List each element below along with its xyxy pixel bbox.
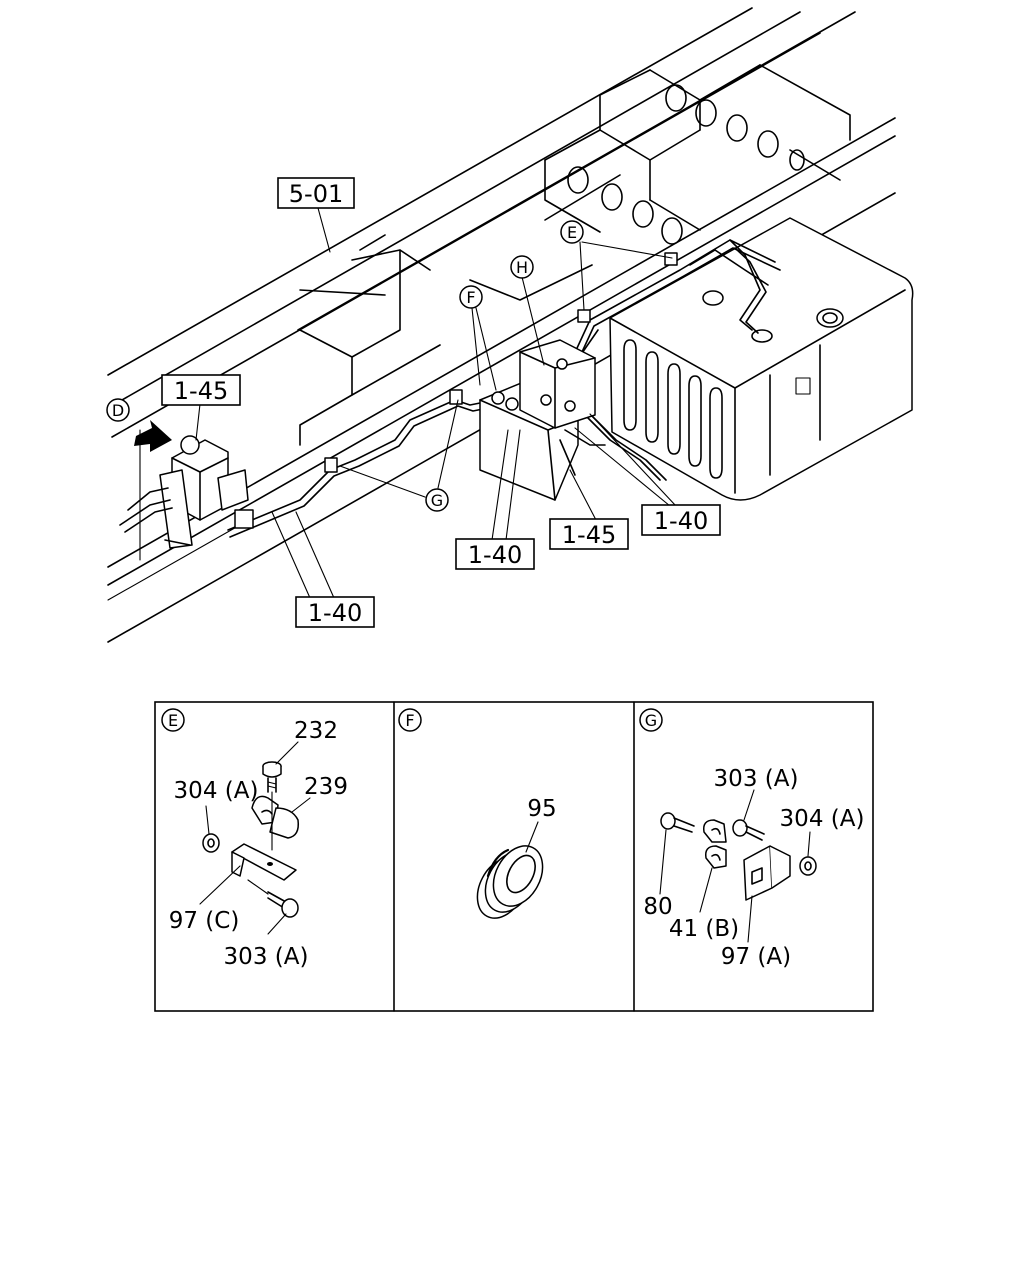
- callout-ref-pipe-center: 1-40: [455, 538, 535, 570]
- bracket-97a-drawing: [743, 845, 791, 901]
- label-239: 239: [304, 774, 348, 800]
- svg-text:1-40: 1-40: [468, 541, 522, 569]
- svg-text:D: D: [112, 401, 124, 420]
- label-41b: 41 (B): [669, 916, 739, 942]
- detail-marker-h: H: [510, 255, 534, 279]
- bolt-303a-drawing: [247, 879, 299, 918]
- nut-304a-drawing: [202, 833, 220, 853]
- bracket-97c-drawing: [231, 843, 297, 881]
- label-97c: 97 (C): [169, 908, 240, 934]
- callout-ref-frame: 5-01: [277, 177, 355, 209]
- svg-text:1-45: 1-45: [174, 377, 228, 405]
- label-97a: 97 (A): [721, 944, 791, 970]
- detail-panels: E: [154, 701, 874, 1012]
- svg-text:1-40: 1-40: [654, 507, 708, 535]
- label-80: 80: [643, 894, 672, 920]
- bolt-80-drawing: [660, 812, 695, 833]
- label-95: 95: [527, 796, 556, 822]
- svg-text:E: E: [567, 223, 577, 242]
- detail-panel-g: G: [639, 708, 865, 970]
- svg-text:G: G: [431, 491, 443, 510]
- label-232: 232: [294, 718, 338, 744]
- detail-panel-f: F 95: [398, 708, 557, 919]
- detail-marker-g: G: [425, 488, 449, 512]
- svg-text:E: E: [168, 711, 178, 730]
- svg-text:G: G: [645, 711, 657, 730]
- detail-marker-f: F: [459, 285, 483, 309]
- grommet-95-drawing: [476, 845, 544, 919]
- bolt-303a-g-drawing: [732, 819, 765, 841]
- svg-text:F: F: [405, 711, 414, 730]
- callout-ref-valve-right: 1-45: [549, 518, 629, 550]
- panel-e-marker: E: [161, 708, 185, 732]
- clip-41b-drawing: [702, 819, 727, 869]
- svg-text:F: F: [466, 288, 475, 307]
- label-304a: 304 (A): [174, 778, 259, 804]
- valve-assembly-left: [119, 420, 249, 549]
- valve-assembly-center: [479, 339, 606, 501]
- leader-lines: [195, 207, 677, 599]
- panel-f-marker: F: [398, 708, 422, 732]
- main-assembly-drawing: 5-01 1-45 1-40 1-40 1-45 1-40 D E: [106, 7, 914, 643]
- detail-marker-e: E: [560, 220, 584, 244]
- svg-text:1-40: 1-40: [308, 599, 362, 627]
- detail-panel-e: E: [161, 708, 348, 970]
- brake-pipes: [227, 239, 781, 538]
- panel-g-marker: G: [639, 708, 663, 732]
- label-303a-g: 303 (A): [714, 766, 799, 792]
- detail-marker-d: D: [106, 398, 130, 422]
- nut-304a-g-drawing: [799, 856, 817, 876]
- svg-text:5-01: 5-01: [289, 180, 343, 208]
- svg-text:H: H: [516, 258, 528, 277]
- tank: [609, 217, 914, 501]
- bolt-232-drawing: [262, 761, 282, 793]
- label-304a-g: 304 (A): [780, 806, 865, 832]
- callout-ref-pipe-right: 1-40: [641, 504, 721, 536]
- callout-ref-pipe-bottom: 1-40: [295, 596, 375, 628]
- clip-239-drawing: [251, 791, 300, 851]
- label-303a: 303 (A): [224, 944, 309, 970]
- callout-ref-valve-left: 1-45: [161, 374, 241, 406]
- svg-text:1-45: 1-45: [562, 521, 616, 549]
